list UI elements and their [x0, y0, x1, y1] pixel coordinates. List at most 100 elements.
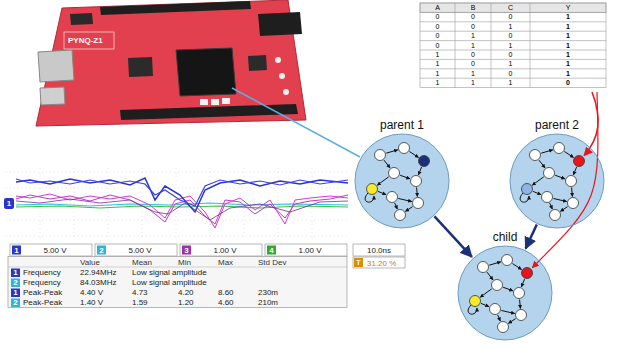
- drawing-part: [420, 31, 606, 32]
- graph-node: [470, 296, 481, 307]
- switch: [222, 98, 230, 104]
- measure-channel: 1: [13, 268, 17, 277]
- measure-value: 4.20: [178, 288, 194, 297]
- truth-table-cell: 1: [436, 59, 440, 68]
- graph-node: [419, 156, 430, 167]
- measure-name: Peak-Peak: [23, 288, 62, 297]
- graph-node: [478, 262, 489, 273]
- inner-graph: [365, 143, 429, 221]
- truth-table-cell: 0: [436, 41, 440, 50]
- graph-node: [574, 156, 585, 167]
- channel-swatch: [97, 246, 106, 255]
- truth-table-cell: 1: [509, 78, 513, 87]
- hdmi-port: [70, 13, 93, 25]
- inner-graph: [520, 143, 584, 221]
- trigger-icon: [354, 258, 363, 267]
- channel-scale: 5.00 V: [43, 246, 66, 255]
- truth-table-cell: 0: [509, 31, 513, 40]
- graph-arrow: [377, 177, 388, 185]
- circle-border: [355, 134, 449, 228]
- graph-arrow: [400, 175, 410, 179]
- oscilloscope: [4, 168, 405, 308]
- graph-arrow: [409, 152, 418, 158]
- graph-arrow: [398, 198, 411, 201]
- graph-node: [522, 184, 533, 195]
- button: [279, 73, 285, 79]
- button: [275, 57, 281, 63]
- fpga-chip: [176, 48, 236, 96]
- drawing-part: [420, 50, 606, 51]
- chip: [248, 55, 267, 71]
- truth-table-cell: 0: [436, 12, 440, 21]
- drawing-part: [530, 3, 531, 88]
- graph-arrow: [384, 160, 390, 168]
- drawing-part: [491, 3, 492, 88]
- truth-table-cell: 1: [471, 78, 475, 87]
- graph-arrow: [416, 187, 418, 196]
- graph-node: [542, 192, 553, 203]
- graph-node: [490, 304, 501, 315]
- channel-box: [265, 244, 347, 256]
- graph-node: [399, 143, 410, 154]
- measure-name: Peak-Peak: [23, 298, 62, 307]
- truth-table-cell: 0: [509, 50, 513, 59]
- channel-number: 1: [14, 246, 18, 255]
- graph-arrow: [503, 287, 513, 291]
- trace-blue: [16, 179, 348, 206]
- graph-arrow: [519, 299, 521, 308]
- drawing-part: [420, 78, 606, 79]
- channel-number: 2: [99, 246, 103, 255]
- column-header: Value: [80, 258, 100, 267]
- drawing-part: [420, 40, 606, 41]
- trace-magenta: [16, 195, 348, 224]
- graph-arrow: [487, 272, 493, 280]
- graph-arrow: [573, 167, 576, 175]
- truth-table-cell: 0: [509, 69, 513, 78]
- truth-table-cell: Y: [566, 3, 571, 12]
- drawing-part: [6, 220, 348, 221]
- measure-value: 4.73: [132, 288, 148, 297]
- graph-arrow: [489, 262, 501, 265]
- graph-arrow: [564, 152, 573, 158]
- scope-grid: [6, 168, 348, 240]
- truth-table-cell: C: [508, 3, 513, 12]
- measure-value: 4.60: [218, 298, 234, 307]
- graph-arrow: [378, 191, 386, 194]
- graph-arrow: [405, 207, 412, 212]
- drawing-part: [210, 168, 211, 240]
- truth-table-cell: 0: [436, 22, 440, 31]
- truth-table: [420, 3, 606, 88]
- graph-node: [498, 322, 509, 333]
- timebase-box: [353, 244, 405, 256]
- column-header: Min: [178, 258, 191, 267]
- graph-node: [375, 150, 386, 161]
- usb-port: [40, 87, 65, 105]
- graph-node: [550, 210, 561, 221]
- measure-value: 84.03MHz: [80, 278, 116, 287]
- graph-arrow: [539, 160, 545, 168]
- drawing-part: [455, 3, 456, 88]
- graph-node: [568, 198, 579, 209]
- truth-table-cell: 1: [436, 50, 440, 59]
- column-header: Max: [218, 258, 233, 267]
- graph-arrow: [521, 279, 524, 287]
- measure-value: 1.40 V: [80, 298, 103, 307]
- channel-number: 4: [269, 246, 273, 255]
- drawing-part: [6, 188, 348, 189]
- trace-purple: [16, 199, 348, 220]
- measure-value: 8.60: [218, 288, 234, 297]
- channel-swatch: [12, 246, 21, 255]
- truth-table-cell: 1: [566, 50, 570, 59]
- row-swatch: [11, 269, 20, 278]
- channel-scale: 1.00 V: [298, 246, 321, 255]
- row-swatch: [11, 279, 20, 288]
- ethernet-port: [38, 50, 74, 82]
- truth-table-cell: B: [471, 3, 476, 12]
- truth-table-cell: 1: [509, 22, 513, 31]
- population-circle: child: [455, 230, 555, 342]
- population-circle: parent 1: [352, 118, 452, 230]
- trigger-box: [353, 257, 405, 268]
- measurement-table: [8, 257, 347, 308]
- graph-arrow: [508, 319, 515, 324]
- measure-channel: 2: [13, 278, 17, 287]
